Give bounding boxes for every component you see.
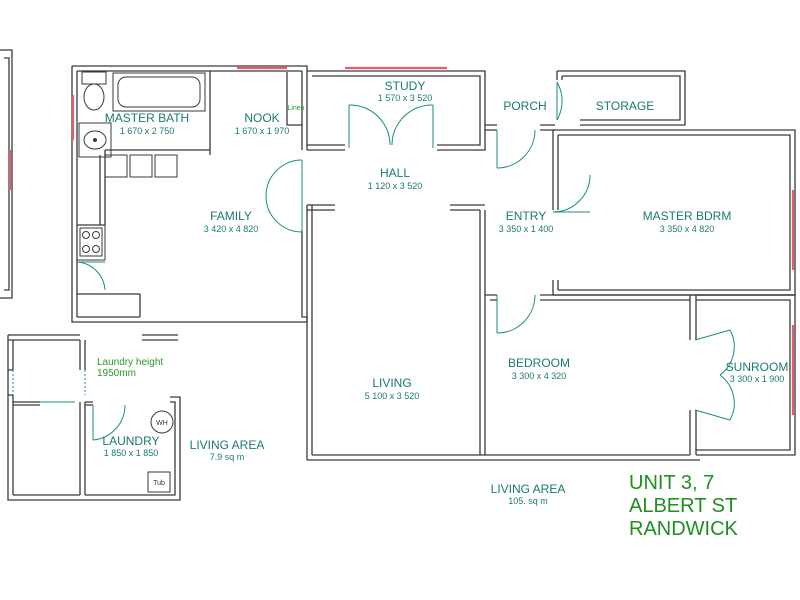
room-dims-master-bath: 1 670 x 2 750	[120, 126, 175, 136]
room-labels: MASTER BATH 1 670 x 2 750 NOOK 1 670 x 1…	[102, 79, 788, 487]
cooktop	[79, 227, 103, 257]
address-block: UNIT 3, 7 ALBERT ST RANDWICK	[629, 472, 739, 540]
toilet-tank	[81, 71, 107, 85]
room-name-sunroom: SUNROOM	[726, 360, 789, 374]
bathtub	[112, 72, 206, 112]
room-name-master-bath: MASTER BATH	[105, 111, 189, 125]
room-dims-bedroom: 3 300 x 4 320	[512, 371, 567, 381]
linen-label: Linen	[287, 105, 304, 112]
address-line-2: ALBERT ST	[629, 495, 737, 517]
room-dims-hall: 1 120 x 3 520	[368, 181, 423, 191]
tub-label: Tub	[153, 480, 165, 487]
laundry-height-value: 1950mm	[97, 368, 136, 379]
laundry-area-value: 7.9 sq m	[210, 452, 245, 462]
room-dims-nook: 1 670 x 1 970	[235, 126, 290, 136]
room-name-storage: STORAGE	[596, 99, 654, 113]
room-dims-master-bdrm: 3 350 x 4 820	[660, 224, 715, 234]
main-area-label: LIVING AREA	[491, 482, 566, 496]
room-name-study: STUDY	[385, 79, 426, 93]
room-name-hall: HALL	[380, 166, 410, 180]
address-line-3: RANDWICK	[629, 518, 739, 540]
windows	[8, 66, 795, 415]
main-area-value: 105. sq m	[508, 496, 548, 506]
room-dims-study: 1 570 x 3 520	[378, 93, 433, 103]
room-name-laundry: LAUNDRY	[102, 434, 159, 448]
room-dims-sunroom: 3 300 x 1 900	[730, 374, 785, 384]
laundry-height-note: Laundry height	[97, 357, 163, 368]
vanity	[78, 122, 112, 158]
room-name-living: LIVING	[372, 376, 411, 390]
room-name-bedroom: BEDROOM	[508, 356, 570, 370]
room-name-nook: NOOK	[244, 111, 279, 125]
room-dims-laundry: 1 850 x 1 850	[104, 448, 159, 458]
laundry-area-label: LIVING AREA	[190, 438, 265, 452]
room-dims-living: 5 100 x 3 520	[365, 391, 420, 401]
room-dims-family: 3 420 x 4 820	[204, 224, 259, 234]
address-line-1: UNIT 3, 7	[629, 472, 714, 494]
room-dims-entry: 3 350 x 1 400	[499, 224, 554, 234]
water-heater	[150, 410, 174, 434]
tub	[147, 471, 171, 493]
fixtures	[76, 71, 206, 493]
room-name-entry: ENTRY	[506, 209, 546, 223]
doors	[12, 81, 735, 441]
room-name-porch: PORCH	[503, 99, 546, 113]
notes: Laundry height 1950mm LIVING AREA 7.9 sq…	[97, 357, 565, 506]
room-name-family: FAMILY	[210, 209, 252, 223]
toilet-bowl	[83, 83, 105, 111]
water-heater-label: WH	[156, 420, 168, 427]
room-name-master-bdrm: MASTER BDRM	[643, 209, 732, 223]
